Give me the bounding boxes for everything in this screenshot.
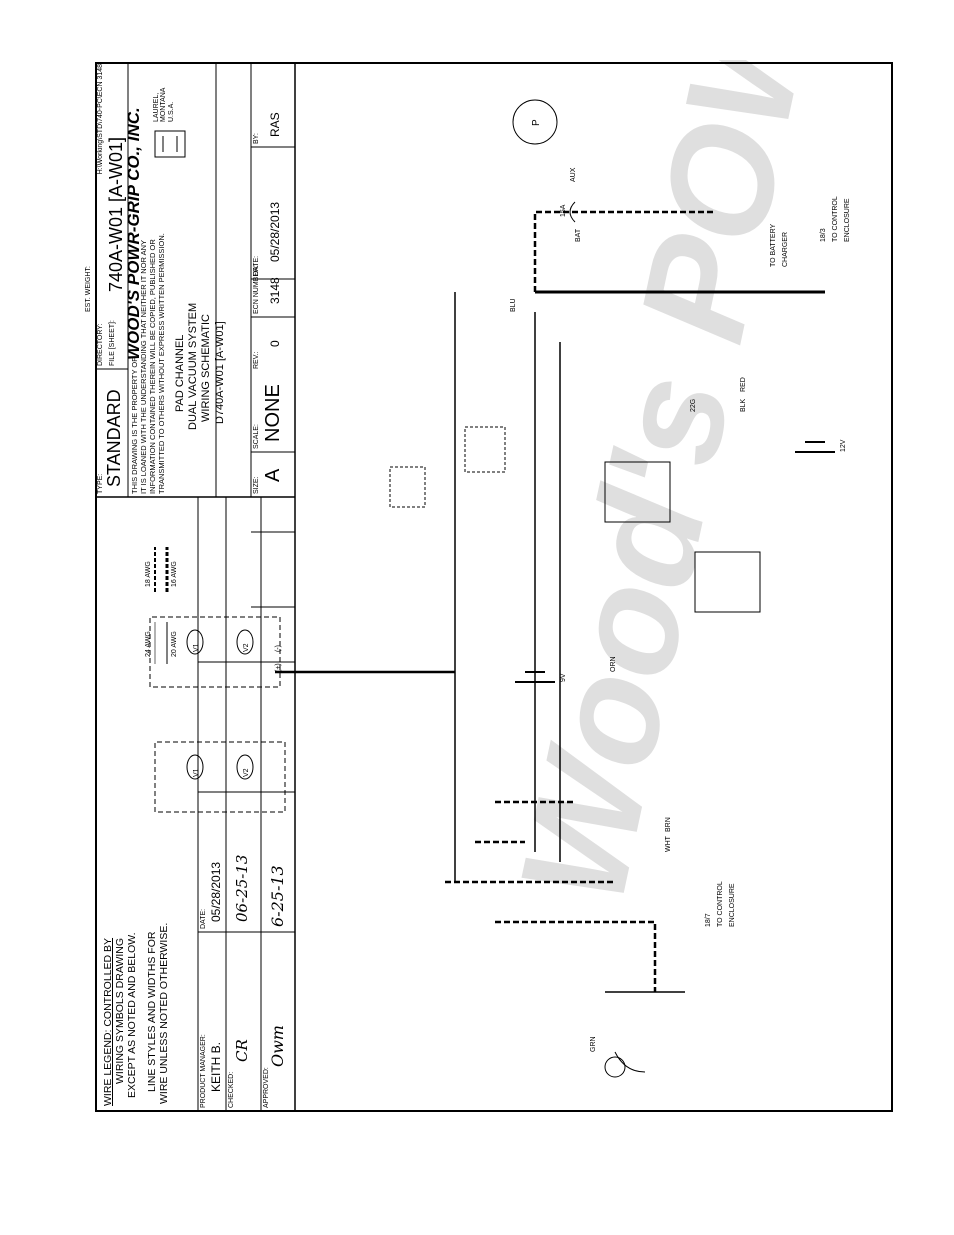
label-red: RED bbox=[740, 377, 747, 392]
vacuum-switch-enclosure-1 bbox=[149, 616, 281, 688]
label-bat: BAT bbox=[575, 228, 582, 242]
label-pump: P bbox=[531, 119, 542, 126]
label-neg: (-) bbox=[275, 645, 282, 652]
label-9v: 9V bbox=[560, 673, 567, 682]
label-blk: BLK bbox=[740, 398, 747, 412]
label-pos: (+) bbox=[275, 663, 282, 672]
label-to-battery-1: TO BATTERY bbox=[770, 223, 777, 267]
label-to-control-bottom-2: ENCLOSURE bbox=[729, 883, 736, 927]
label-v1-b: V1 bbox=[193, 768, 200, 777]
solenoid-valve-2 bbox=[694, 551, 761, 613]
label-to-control-bottom-1: TO CONTROL bbox=[717, 881, 724, 927]
label-to-battery-2: CHARGER bbox=[782, 232, 789, 267]
battery-12v-symbol bbox=[795, 441, 835, 453]
label-to-control-top-1: TO CONTROL bbox=[832, 196, 839, 242]
label-18-3: 18/3 bbox=[820, 228, 827, 242]
label-18-7: 18/7 bbox=[705, 913, 712, 927]
title-block-grid bbox=[96, 62, 296, 1112]
label-v2-a: V2 bbox=[243, 643, 250, 652]
vacuum-switch-enclosure-2 bbox=[154, 741, 286, 813]
label-brn: BRN bbox=[665, 817, 672, 832]
label-aux: AUX bbox=[570, 167, 577, 182]
solenoid-valve-1 bbox=[604, 461, 671, 523]
label-v2-b: V2 bbox=[243, 768, 250, 777]
relay-2 bbox=[464, 426, 506, 473]
grn-connector bbox=[604, 1056, 626, 1078]
label-12v: 12V bbox=[840, 439, 847, 452]
battery-9v-symbol bbox=[515, 671, 555, 683]
label-grn: GRN bbox=[590, 1036, 597, 1052]
drawing-border bbox=[95, 62, 893, 1112]
label-blu: BLU bbox=[510, 298, 517, 312]
weight-label: EST. WEIGHT: bbox=[85, 266, 92, 312]
label-orn: ORN bbox=[610, 656, 617, 672]
label-v1-a: V1 bbox=[193, 643, 200, 652]
label-15a: 15A bbox=[560, 204, 567, 217]
label-to-control-top-2: ENCLOSURE bbox=[844, 198, 851, 242]
relay-1 bbox=[389, 466, 426, 508]
label-wht: WHT bbox=[665, 835, 672, 852]
label-22g: 22G bbox=[690, 399, 697, 412]
wiring-schematic: TO BATTERY CHARGER 18/3 TO CONTROL ENCLO… bbox=[149, 99, 851, 1078]
rotated-drawing-sheet: H:\Working\STD\740-PC\ECN 3148\ TYPE: ST… bbox=[85, 62, 893, 1112]
pump-symbol bbox=[512, 99, 558, 145]
